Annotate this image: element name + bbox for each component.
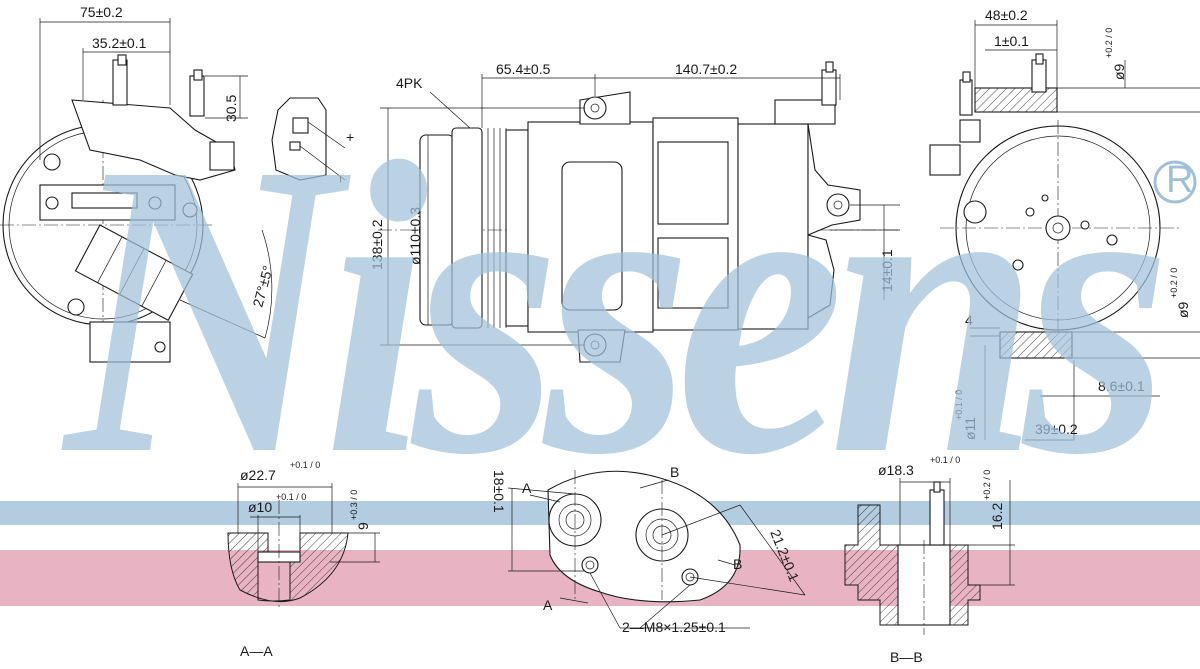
section-b-b	[844, 478, 1015, 635]
dim-rear-depth: 39±0.2	[1035, 421, 1078, 437]
dim-rear-width: 48±0.2	[985, 7, 1028, 23]
registered-mark-ring	[1153, 160, 1197, 204]
dim-front-port-offset: 35.2±0.1	[92, 35, 147, 51]
port-label-a-top: A	[522, 480, 532, 496]
side-belt-label: 4PK	[396, 75, 423, 91]
electrical-connector	[271, 97, 346, 181]
tol-bb-depth: +0.2 / 0	[982, 470, 992, 500]
tol-rear-bore-11: +0.1 / 0	[954, 390, 964, 420]
caption-section-aa: A—A	[240, 643, 273, 659]
caption-section-bb: B—B	[890, 649, 923, 665]
connector-plus-label: +	[346, 129, 354, 145]
dim-rear-bore-11: ø11	[962, 417, 978, 440]
dim-port-height: 18±0.1	[491, 470, 507, 513]
side-view	[378, 61, 900, 363]
tol-rear-bore-top: +0.2 / 0	[1104, 28, 1114, 58]
front-view	[0, 18, 273, 363]
dim-side-height: 138±0.2	[369, 219, 385, 270]
dim-aa-depth: 9	[355, 522, 371, 530]
tol-rear-bore-bottom: +0.2 / 0	[1169, 268, 1179, 298]
dim-front-overall-width: 75±0.2	[80, 4, 123, 20]
port-label-b-top: B	[670, 464, 679, 480]
connector-minus-label: −	[332, 175, 348, 183]
tol-aa-depth: +0.3 / 0	[349, 490, 359, 520]
section-a-a	[227, 483, 380, 610]
dim-aa-inner-diameter: ø10	[248, 499, 272, 515]
port-label-b-bottom: B	[733, 556, 742, 572]
dim-rear-bore-top: ø9	[1111, 63, 1127, 80]
registered-mark: R	[1166, 159, 1193, 201]
tol-aa-inner-diameter: +0.1 / 0	[276, 492, 306, 502]
tol-bb-outer-diameter: +0.1 / 0	[930, 455, 960, 465]
dim-aa-outer-diameter: ø22.7	[240, 467, 276, 483]
rear-view	[929, 20, 1200, 441]
dim-bb-outer-diameter: ø18.3	[878, 462, 914, 478]
tol-aa-outer-diameter: +0.1 / 0	[290, 460, 320, 470]
dim-side-body-length: 140.7±0.2	[675, 61, 737, 77]
dim-rear-lug-thickness: 4	[965, 312, 973, 328]
port-thread-note: 2—M8×1.25±0.1	[622, 619, 726, 635]
port-label-a-bottom: A	[543, 597, 553, 613]
brand-watermark: Nissens	[59, 76, 1160, 541]
dim-rear-offset: 8.6±0.1	[1098, 378, 1145, 394]
dim-rear-lug: 1±0.1	[994, 33, 1029, 49]
port-detail	[507, 470, 806, 629]
dim-front-port-height: 30.5	[223, 95, 239, 122]
dim-side-mount-offset: 14±0.1	[879, 249, 895, 292]
dim-rear-bore-bottom: ø9	[1175, 301, 1191, 318]
dim-side-pulley-diameter: ø110±0.3	[407, 207, 423, 265]
dim-side-pulley-offset: 65.4±0.5	[496, 61, 551, 77]
dim-bb-depth: 16.2	[989, 503, 1005, 530]
